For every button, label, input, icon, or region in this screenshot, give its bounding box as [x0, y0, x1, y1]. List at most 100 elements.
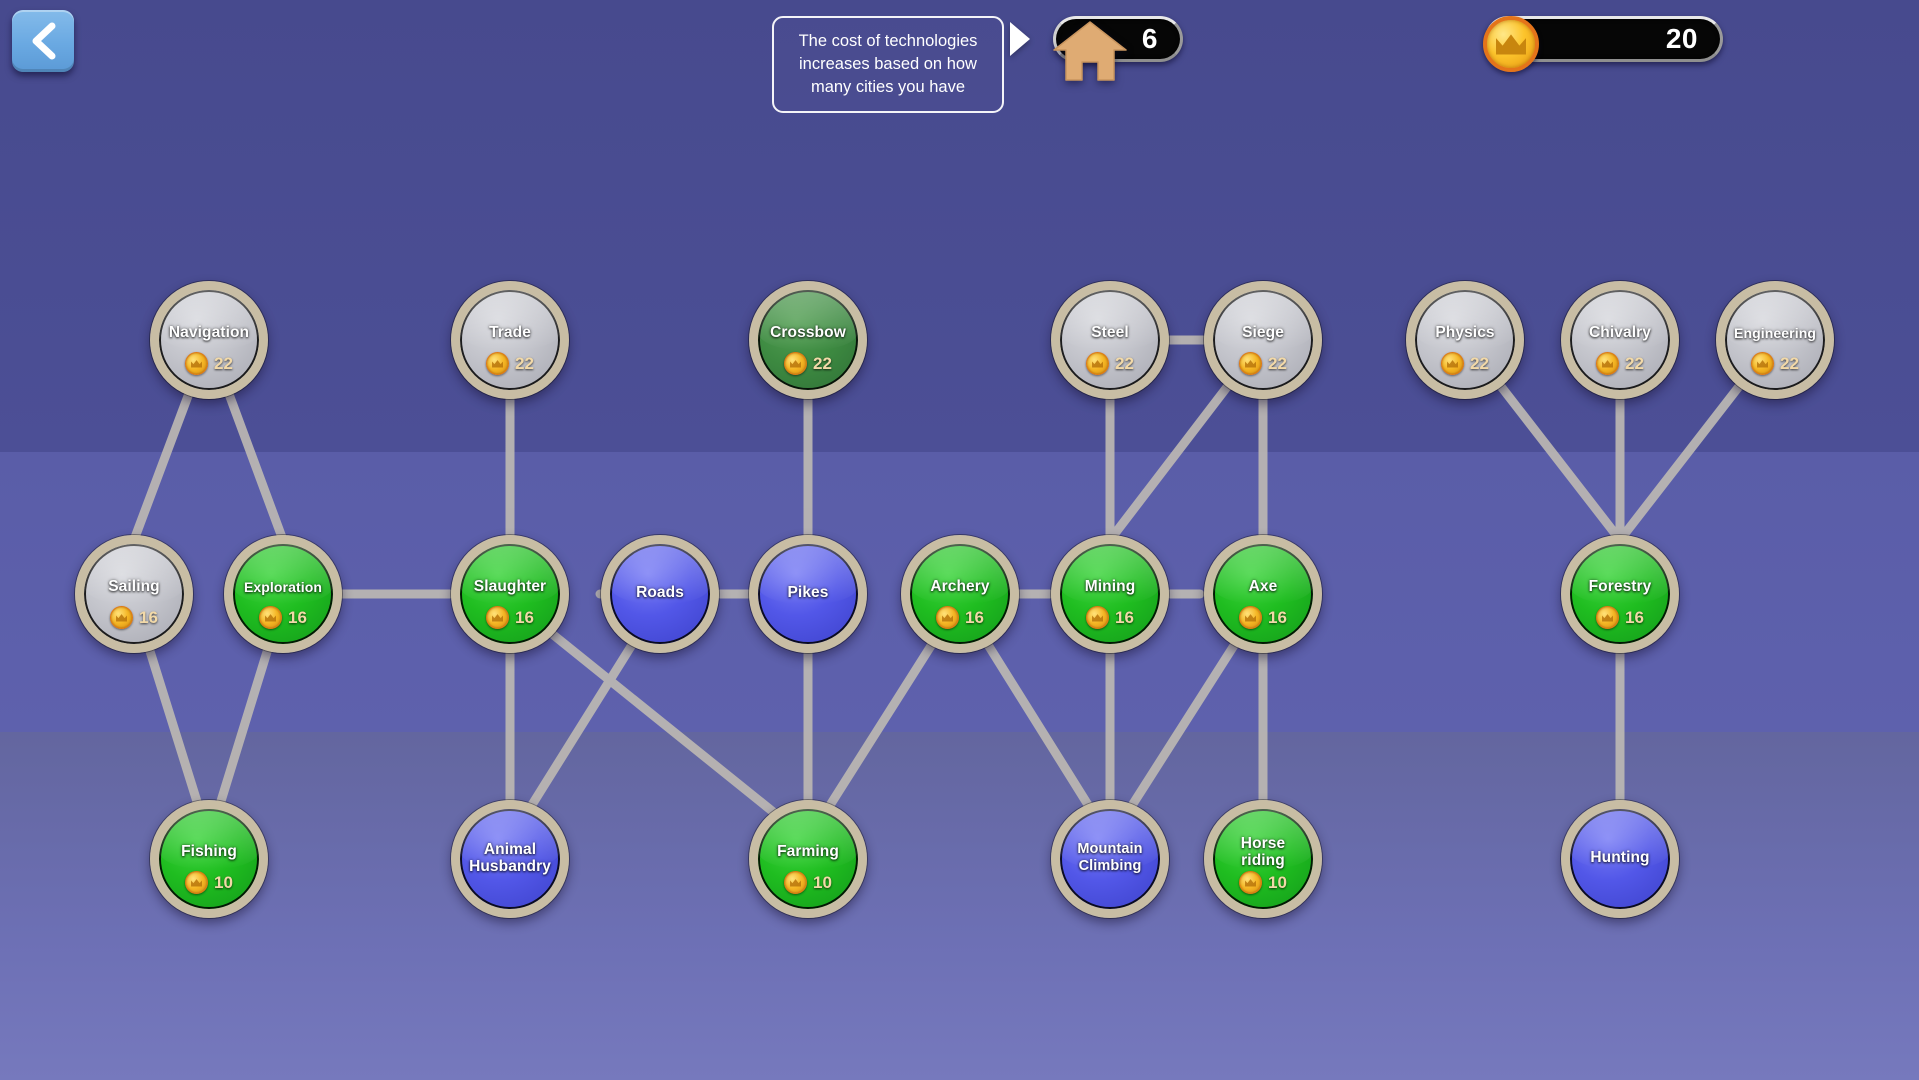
gold-coin-icon	[784, 352, 808, 375]
tech-node-label: Pikes	[787, 583, 829, 601]
tech-node-label: Sailing	[108, 578, 160, 595]
tech-node-label: Archery	[930, 578, 990, 595]
tech-node-roads[interactable]: Roads	[601, 535, 719, 653]
tech-node-label: Trade	[489, 324, 531, 341]
cost-amount: 16	[139, 607, 158, 627]
gold-coin-icon	[486, 606, 510, 629]
tech-node-forestry[interactable]: Forestry 16	[1561, 535, 1679, 653]
cost-amount: 22	[214, 353, 233, 373]
tech-node-siege[interactable]: Siege 22	[1204, 281, 1322, 399]
tech-node-cost: 16	[84, 606, 184, 629]
tech-node-horse-riding[interactable]: Horse riding 10	[1204, 800, 1322, 918]
cost-amount: 22	[1625, 353, 1644, 373]
tech-node-cost: 16	[1570, 606, 1670, 629]
tech-node-cost: 16	[233, 606, 333, 629]
tech-node-mining[interactable]: Mining 16	[1051, 535, 1169, 653]
tech-node-cost: 16	[1060, 606, 1160, 629]
tech-node-farming[interactable]: Farming 10	[749, 800, 867, 918]
cost-amount: 22	[1780, 353, 1799, 373]
tech-node-label: Crossbow	[770, 324, 846, 341]
tech-node-cost: 10	[758, 871, 858, 894]
tech-node-label: Roads	[636, 583, 684, 601]
tech-node-label: Axe	[1248, 578, 1278, 595]
gold-amount-counter: 20	[1483, 16, 1723, 72]
gold-coin-icon	[1441, 352, 1465, 375]
gold-coin-icon	[185, 352, 209, 375]
tech-node-fishing[interactable]: Fishing 10	[150, 800, 268, 918]
cost-amount: 22	[1115, 353, 1134, 373]
back-button[interactable]	[12, 10, 74, 72]
tech-node-cost: 22	[1415, 352, 1515, 375]
tech-node-label: Engineering	[1734, 325, 1816, 341]
tech-node-cost: 16	[460, 606, 560, 629]
cost-amount: 16	[288, 607, 307, 627]
tech-node-label: Siege	[1242, 324, 1284, 341]
gold-coin-icon	[1483, 16, 1539, 72]
gold-coin-icon	[1239, 606, 1263, 629]
tech-node-navigation[interactable]: Navigation 22	[150, 281, 268, 399]
tech-node-label: Steel	[1091, 324, 1129, 341]
tech-node-animal-husbandry[interactable]: Animal Husbandry	[451, 800, 569, 918]
triangle-right-icon	[1010, 22, 1030, 56]
cost-amount: 10	[1268, 872, 1287, 892]
tech-node-archery[interactable]: Archery 16	[901, 535, 1019, 653]
gold-coin-icon	[1086, 352, 1110, 375]
tech-node-label: Animal Husbandry	[469, 840, 551, 875]
gold-coin-icon	[1239, 352, 1263, 375]
tech-node-cost: 16	[1213, 606, 1313, 629]
tech-node-label: Mining	[1084, 578, 1136, 595]
gold-coin-icon	[1239, 871, 1263, 894]
tech-node-cost: 22	[1213, 352, 1313, 375]
tech-node-cost: 22	[159, 352, 259, 375]
gold-coin-icon	[110, 606, 134, 629]
gold-coin-icon	[1086, 606, 1110, 629]
cost-amount: 22	[1470, 353, 1489, 373]
cost-amount: 16	[1625, 607, 1644, 627]
tech-node-chivalry[interactable]: Chivalry 22	[1561, 281, 1679, 399]
tech-node-crossbow[interactable]: Crossbow 22	[749, 281, 867, 399]
house-icon	[1053, 21, 1127, 81]
gold-coin-icon	[936, 606, 960, 629]
tech-node-mountain-climbing[interactable]: Mountain Climbing	[1051, 800, 1169, 918]
tech-node-label: Farming	[777, 843, 839, 860]
cost-info-tooltip: The cost of technologies increases based…	[772, 16, 1004, 113]
city-count-counter: 6	[1053, 16, 1183, 81]
tech-node-cost: 22	[1060, 352, 1160, 375]
tech-node-label: Chivalry	[1589, 324, 1651, 341]
tech-node-cost: 22	[758, 352, 858, 375]
tech-node-physics[interactable]: Physics 22	[1406, 281, 1524, 399]
tech-node-hunting[interactable]: Hunting	[1561, 800, 1679, 918]
gold-coin-icon	[784, 871, 808, 894]
tech-node-axe[interactable]: Axe 16	[1204, 535, 1322, 653]
gold-coin-icon	[185, 871, 209, 894]
tech-node-cost: 22	[1725, 352, 1825, 375]
chevron-left-icon	[32, 22, 56, 60]
tech-node-cost: 10	[159, 871, 259, 894]
tech-node-label: Fishing	[181, 843, 237, 860]
cost-amount: 16	[1115, 607, 1134, 627]
gold-coin-icon	[486, 352, 510, 375]
tech-node-label: Navigation	[168, 324, 250, 341]
tech-node-cost: 22	[460, 352, 560, 375]
cost-amount: 16	[1268, 607, 1287, 627]
gold-coin-icon	[1596, 352, 1620, 375]
tech-node-steel[interactable]: Steel 22	[1051, 281, 1169, 399]
gold-coin-icon	[259, 606, 283, 629]
tech-node-trade[interactable]: Trade 22	[451, 281, 569, 399]
tech-node-cost: 10	[1213, 871, 1313, 894]
gold-coin-icon	[1596, 606, 1620, 629]
tech-node-engineering[interactable]: Engineering 22	[1716, 281, 1834, 399]
cost-amount: 22	[515, 353, 534, 373]
gold-coin-icon	[1751, 352, 1775, 375]
tech-node-sailing[interactable]: Sailing 16	[75, 535, 193, 653]
tech-node-label: Horse riding	[1240, 835, 1286, 869]
tech-node-exploration[interactable]: Exploration 16	[224, 535, 342, 653]
tech-node-slaughter[interactable]: Slaughter 16	[451, 535, 569, 653]
cost-amount: 10	[813, 872, 832, 892]
tech-node-label: Slaughter	[473, 578, 547, 595]
cost-amount: 22	[813, 353, 832, 373]
tech-node-label: Forestry	[1588, 578, 1652, 595]
tech-node-label: Exploration	[243, 579, 323, 595]
tech-node-pikes[interactable]: Pikes	[749, 535, 867, 653]
tech-node-label: Physics	[1435, 324, 1495, 341]
